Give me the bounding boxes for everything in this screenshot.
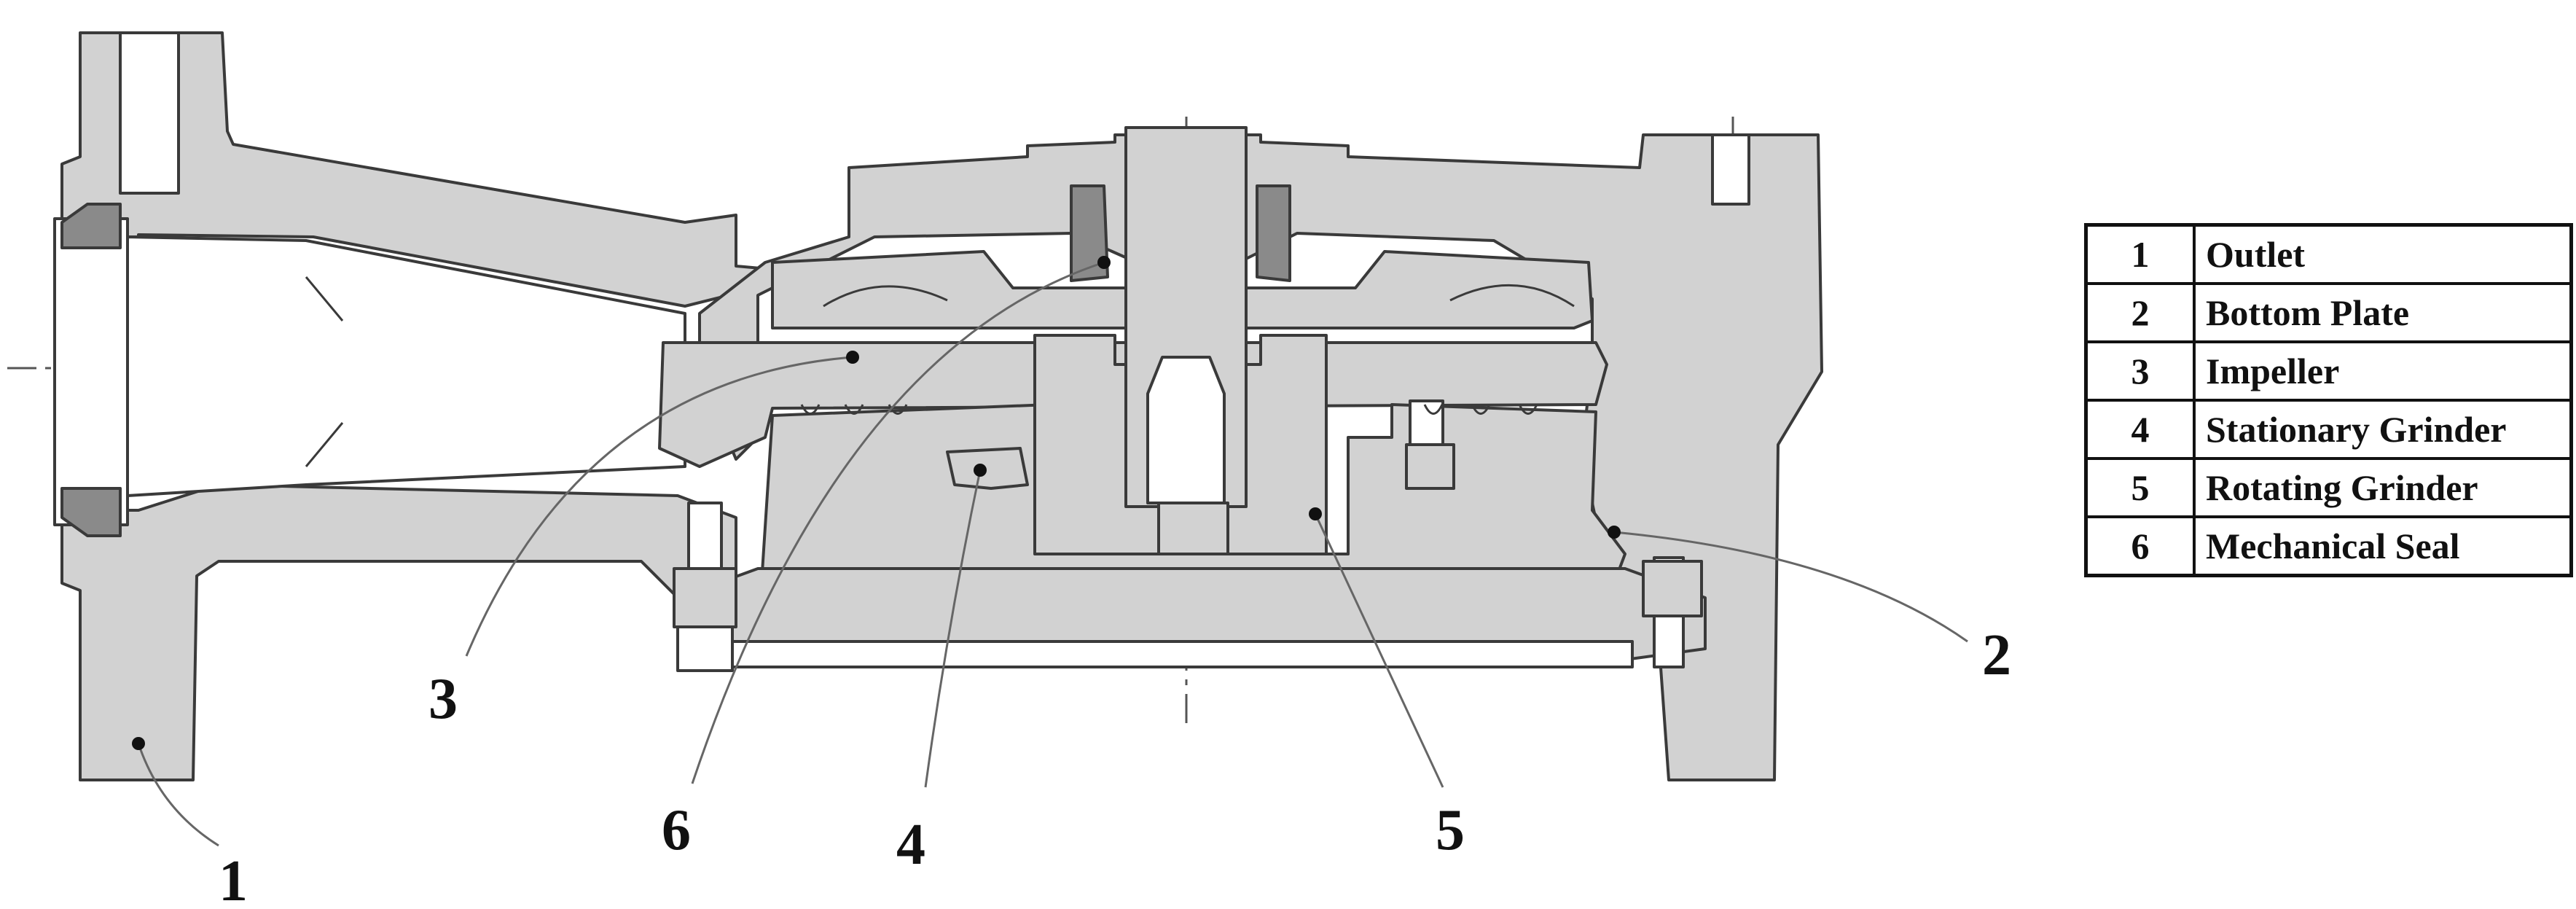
bottom-ring [727, 640, 1634, 668]
callout-2: 2 [1982, 623, 2011, 687]
legend-row: 2 Bottom Plate [2084, 282, 2573, 343]
legend-row: 1 Outlet [2084, 223, 2573, 285]
leader-5 [1314, 513, 1444, 788]
outlet-flange [60, 31, 818, 781]
flange-bolt [119, 31, 180, 195]
legend-label: Outlet [2193, 223, 2573, 285]
callout-6: 6 [662, 798, 691, 862]
legend-number: 1 [2084, 223, 2196, 285]
leader-4 [924, 469, 982, 788]
leader-3 [465, 356, 853, 657]
flange-gasket-bottom [60, 487, 122, 537]
dot-2 [1608, 526, 1621, 539]
left-bolt-foot [676, 625, 734, 672]
legend-label: Bottom Plate [2193, 282, 2573, 343]
legend-label: Rotating Grinder [2193, 457, 2573, 518]
impeller-vanes [305, 276, 1575, 467]
legend-row: 3 Impeller [2084, 340, 2573, 402]
legend-number: 5 [2084, 457, 2196, 518]
flange-gasket-top [60, 203, 122, 249]
shaft-nut [1157, 502, 1229, 555]
leader-2 [1613, 531, 1968, 643]
top-right-bolt [1711, 133, 1750, 206]
legend-row: 4 Stationary Grinder [2084, 399, 2573, 460]
mechanical-seal [1070, 184, 1109, 282]
leader-lines [137, 261, 1968, 847]
legend-number: 6 [2084, 515, 2196, 577]
dot-4 [974, 464, 987, 477]
callout-3: 3 [428, 667, 458, 731]
callout-1: 1 [219, 849, 248, 909]
legend-row: 6 Mechanical Seal [2084, 515, 2573, 577]
leader-dots [132, 256, 1621, 750]
outlet-face [53, 217, 129, 526]
dot-5 [1309, 507, 1322, 520]
right-bolt-head [1642, 560, 1703, 617]
dot-1 [132, 737, 145, 750]
leader-6 [691, 261, 1105, 784]
shaft-bolt [1146, 356, 1226, 504]
callout-4: 4 [896, 813, 925, 877]
mechanical-seal-right [1256, 184, 1291, 282]
legend-label: Mechanical Seal [2193, 515, 2573, 577]
left-bolt-head [673, 567, 737, 628]
dot-3 [846, 351, 859, 364]
legend-label: Impeller [2193, 340, 2573, 402]
legend-row: 5 Rotating Grinder [2084, 457, 2573, 518]
stationary-grinder [946, 447, 1029, 490]
leader-1 [137, 743, 219, 847]
legend-label: Stationary Grinder [2193, 399, 2573, 460]
dot-6 [1097, 256, 1111, 269]
legend-number: 4 [2084, 399, 2196, 460]
legend-number: 2 [2084, 282, 2196, 343]
pump-body [53, 31, 1823, 781]
legend-table: 1 Outlet 2 Bottom Plate 3 Impeller 4 Sta… [2084, 223, 2573, 577]
callout-5: 5 [1436, 798, 1465, 862]
inner-bolt-head [1405, 443, 1455, 490]
legend-number: 3 [2084, 340, 2196, 402]
